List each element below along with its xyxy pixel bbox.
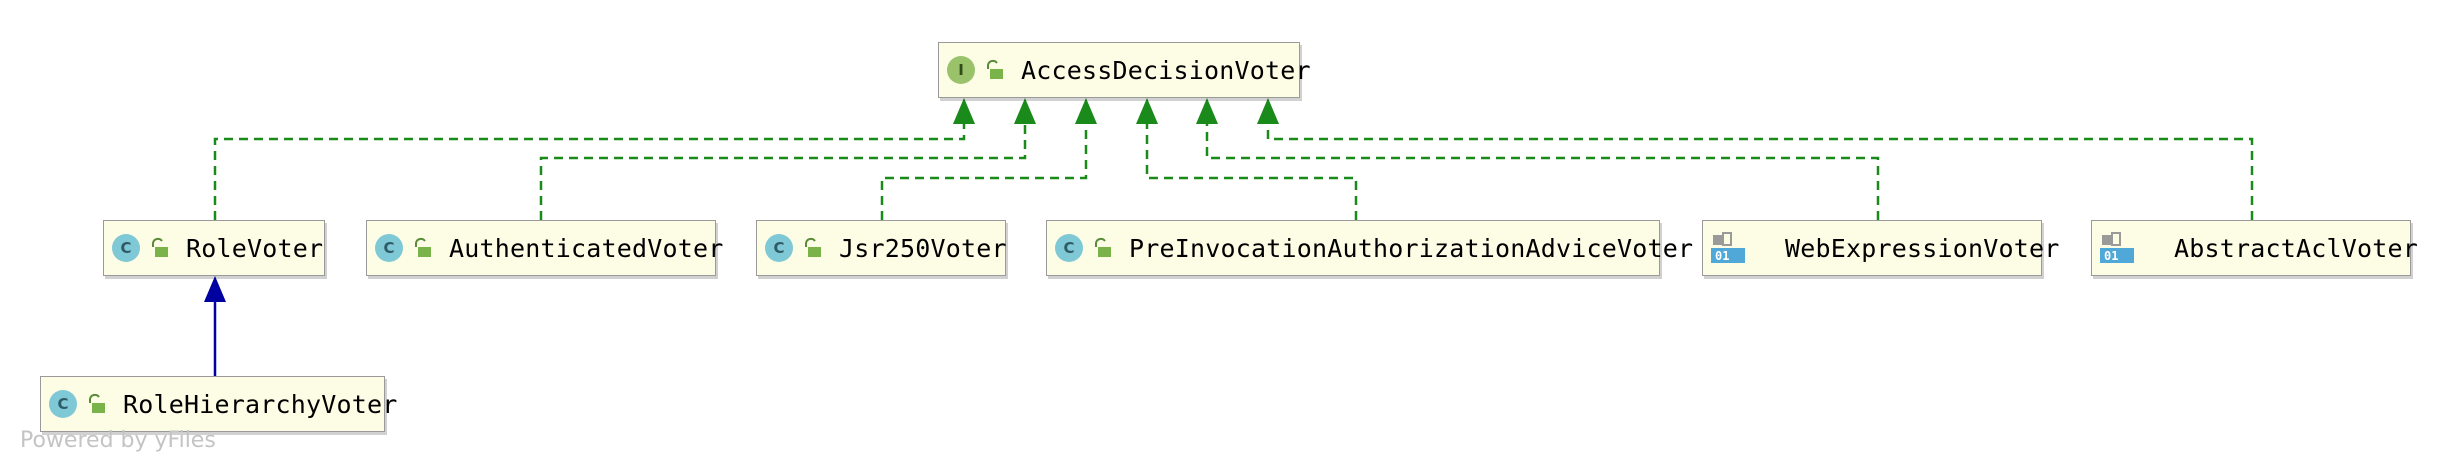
node-abstract-acl-voter[interactable]: 01 AbstractAclVoter (2091, 220, 2418, 276)
edge-webexpressionvoter-implements (1205, 112, 1880, 220)
extends-edge-group (204, 276, 226, 376)
node-label: WebExpressionVoter (1785, 233, 2060, 263)
arrowhead-extends (204, 276, 226, 302)
node-label: RoleVoter (186, 233, 324, 263)
node-pre-invocation-authorization-advice-voter[interactable]: C PreInvocationAuthorizationAdviceVoter (1046, 220, 1693, 276)
node-label: PreInvocationAuthorizationAdviceVoter (1129, 233, 1694, 263)
public-lock-icon (415, 237, 431, 257)
node-access-decision-voter[interactable]: I AccessDecisionVoter (938, 42, 1311, 98)
svg-text:01: 01 (2104, 249, 2118, 263)
node-label: Jsr250Voter (839, 233, 1007, 263)
class-badge-icon: C (765, 234, 793, 262)
implements-edges (213, 112, 2254, 220)
arrowhead-implements (1075, 98, 1097, 124)
edge-rolevoter-implements (213, 112, 966, 220)
node-label: AccessDecisionVoter (1021, 55, 1311, 85)
edge-abstractaclvoter-implements (1266, 112, 2254, 220)
edge-preinvocationvoter-implements (1145, 112, 1358, 220)
arrowhead-implements (1257, 98, 1279, 124)
svg-text:01: 01 (1715, 249, 1729, 263)
class-badge-icon: C (1055, 234, 1083, 262)
class-badge-icon: C (49, 390, 77, 418)
public-lock-icon (152, 237, 168, 257)
node-authenticated-voter[interactable]: C AuthenticatedVoter (366, 220, 723, 276)
node-role-voter[interactable]: C RoleVoter (103, 220, 325, 276)
implements-arrowheads (953, 98, 1279, 124)
compiled-class-icon: 01 (2100, 232, 2134, 263)
class-badge-icon: C (375, 234, 403, 262)
node-web-expression-voter[interactable]: 01 WebExpressionVoter (1702, 220, 2059, 276)
yfiles-watermark: Powered by yFiles (20, 428, 216, 453)
arrowhead-implements (1196, 98, 1218, 124)
node-label: AuthenticatedVoter (449, 233, 724, 263)
public-lock-icon (1095, 237, 1111, 257)
compiled-class-icon: 01 (1711, 232, 1745, 263)
public-lock-icon (89, 393, 105, 413)
edge-authenticatedvoter-implements (539, 112, 1027, 220)
arrowhead-implements (953, 98, 975, 124)
node-role-hierarchy-voter[interactable]: C RoleHierarchyVoter (40, 376, 397, 432)
class-badge-icon: C (112, 234, 140, 262)
node-label: RoleHierarchyVoter (123, 389, 398, 419)
arrowhead-implements (1136, 98, 1158, 124)
interface-badge-icon: I (947, 56, 975, 84)
public-lock-icon (987, 59, 1003, 79)
edge-jsr250voter-implements (880, 112, 1088, 220)
node-label: AbstractAclVoter (2174, 233, 2419, 263)
node-jsr250-voter[interactable]: C Jsr250Voter (756, 220, 1007, 276)
public-lock-icon (805, 237, 821, 257)
arrowhead-implements (1014, 98, 1036, 124)
